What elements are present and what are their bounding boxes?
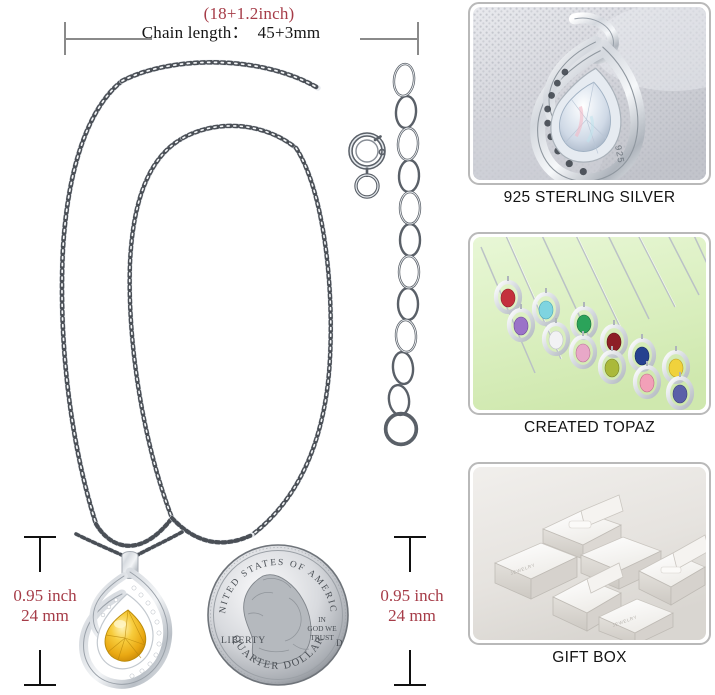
feature-silver-image: 925 <box>473 7 706 180</box>
dim-cap-bottom <box>394 684 426 686</box>
svg-text:GOD WE: GOD WE <box>307 624 337 633</box>
coin-mint-mark: D <box>336 638 343 648</box>
feature-silver-label: 925 STERLING SILVER <box>503 189 676 206</box>
dim-stem-down <box>409 650 411 686</box>
feature-topaz-label: CREATED TOPAZ <box>523 419 656 436</box>
chain-length-mm-label: Chain length： 45+3mm <box>0 23 462 42</box>
closeup-gemstone <box>558 81 611 152</box>
chain-length-labels: (18+1.2inch) Chain length： 45+3mm <box>0 4 462 42</box>
dim-left-inch: 0.95 inch <box>13 586 77 605</box>
necklace-illustration <box>0 48 462 578</box>
extender-end-ring <box>384 412 418 446</box>
washington-portrait <box>243 574 312 665</box>
feature-panels: 925 925 STERLING SILVER <box>462 0 715 695</box>
dim-stem-down <box>39 650 41 686</box>
svg-text:TRUST: TRUST <box>310 633 334 642</box>
gem-fire-blue <box>586 115 595 143</box>
pendant-dimension-label-left: 0.95 inch 24 mm <box>0 586 96 625</box>
chain-length-mm-prefix: Chain length： <box>141 23 249 43</box>
svg-text:IN: IN <box>318 615 326 624</box>
dim-line-left <box>64 38 152 40</box>
pendant-dimension-bar-right <box>388 536 432 686</box>
chain-length-inch-label: (18+1.2inch) <box>203 4 295 23</box>
dim-right-mm: 24 mm <box>388 605 436 625</box>
extender-chain <box>383 62 422 447</box>
pendant-size-comparison: 0.95 inch 24 mm <box>0 528 462 695</box>
dim-stem-up <box>39 536 41 572</box>
dim-stem-up <box>409 536 411 572</box>
closeup-cz-accents <box>544 68 587 176</box>
dim-left-mm: 24 mm <box>21 605 69 625</box>
gem-highlight <box>114 620 126 628</box>
gem-facets <box>105 609 146 661</box>
gift-box-closed-bottom-right: JEWELRY <box>598 598 674 640</box>
washington-detail <box>247 578 310 653</box>
gift-box-open-right <box>638 534 706 606</box>
coin-legend-liberty: LIBERTY <box>221 635 266 646</box>
topaz-pendant-group <box>493 276 695 410</box>
extender-chain-highlight <box>393 63 421 353</box>
pendant-dimension-label-right: 0.95 inch 24 mm <box>362 586 462 625</box>
chain-strand-inner-left <box>127 135 186 521</box>
dim-tick-left <box>64 22 66 55</box>
feature-silver-frame: 925 <box>468 2 711 185</box>
pendant-cz-accents <box>100 585 162 679</box>
dim-tick-right <box>417 22 419 55</box>
spring-ring-clasp <box>348 132 386 199</box>
gem-fire-pink <box>574 106 584 138</box>
feature-925-sterling-silver: 925 925 STERLING SILVER <box>468 2 711 207</box>
pendant-illustration <box>72 528 187 695</box>
coin-reeding <box>210 547 346 683</box>
feature-box-frame: JEWELRY <box>468 462 711 645</box>
pendant-closeup: 925 <box>530 12 646 180</box>
chain-arc-top-outer <box>119 59 321 91</box>
gift-box-open-bottom <box>552 562 624 632</box>
silver-stamp-925: 925 <box>613 144 626 164</box>
gift-box-open-center <box>542 494 624 560</box>
feature-box-image: JEWELRY <box>473 467 706 640</box>
pendant-dimension-bar-left <box>18 536 62 686</box>
main-product-diagram: (18+1.2inch) Chain length： 45+3mm <box>0 0 462 695</box>
chain-lower-join <box>93 515 255 549</box>
feature-topaz-frame <box>468 232 711 415</box>
feature-gift-box: JEWELRY <box>468 462 711 667</box>
us-quarter-reference: UNITED STATES OF AMERICA QUARTER DOLLAR … <box>199 533 353 690</box>
feature-box-label: GIFT BOX <box>552 649 627 666</box>
dim-cap-bottom <box>24 684 56 686</box>
chain-length-mm-value: 45+3mm <box>257 23 321 43</box>
dim-line-right <box>360 38 418 40</box>
dim-right-inch: 0.95 inch <box>380 586 444 605</box>
chain-arc-top-inner <box>180 123 299 151</box>
chain-strand-right <box>249 145 334 538</box>
coin-legend-motto: IN GOD WE TRUST <box>307 615 337 642</box>
chain-strand-outer <box>59 78 125 527</box>
chain-length-dimension: (18+1.2inch) Chain length： 45+3mm <box>0 0 462 62</box>
feature-topaz-image <box>473 237 706 410</box>
feature-created-topaz: CREATED TOPAZ <box>468 232 711 437</box>
gift-box-closed-left: JEWELRY <box>494 542 579 600</box>
